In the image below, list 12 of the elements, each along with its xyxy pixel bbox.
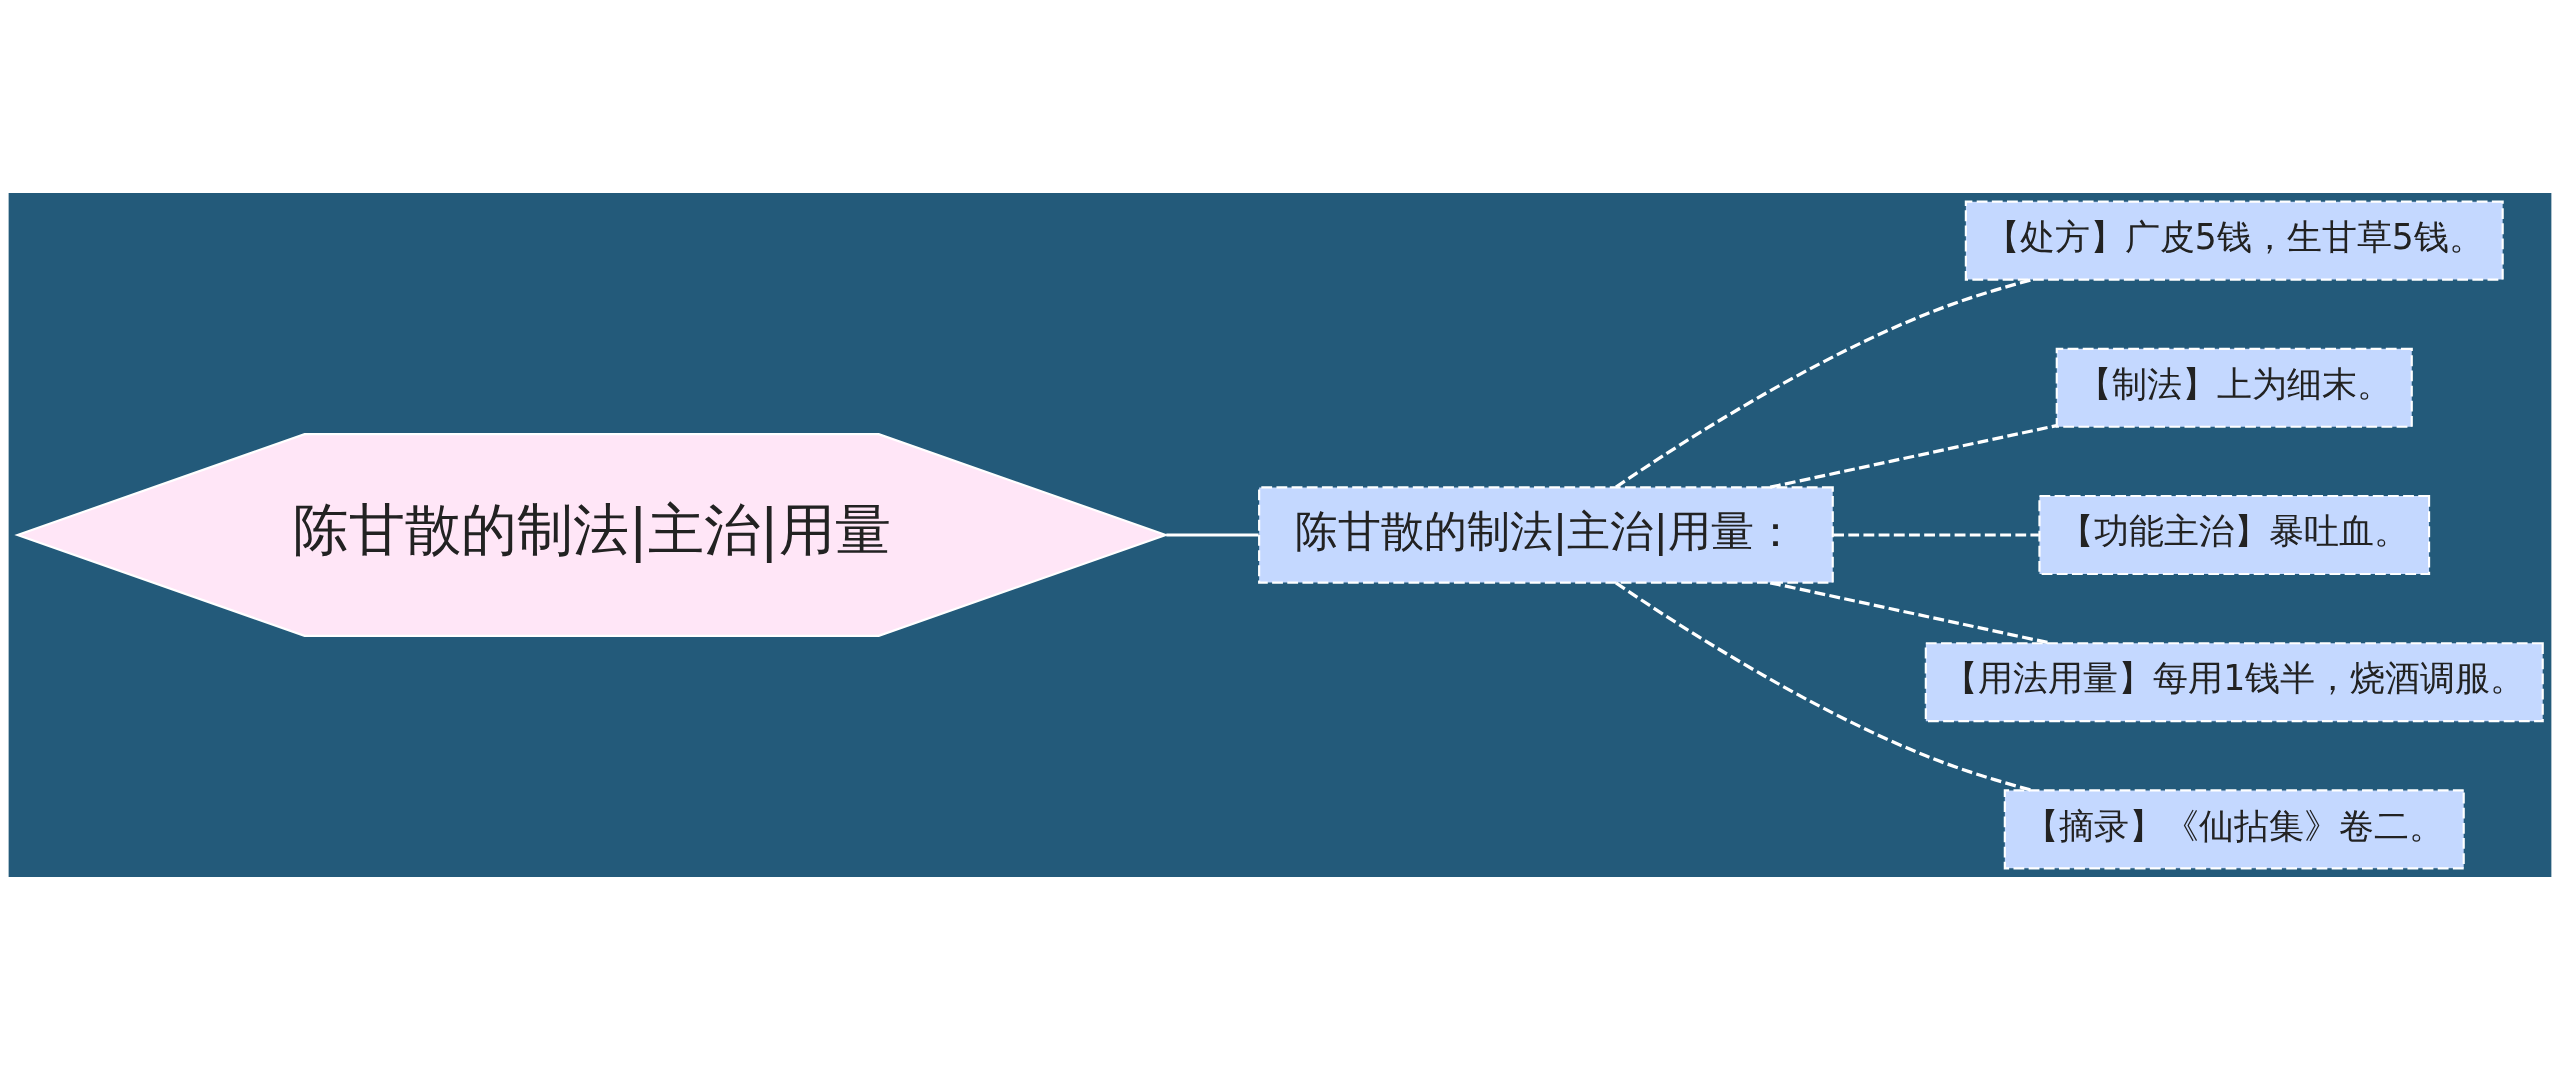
node-box: 【制法】上为细末。	[2055, 347, 2413, 428]
node-box: 【功能主治】暴吐血。	[2038, 494, 2431, 575]
node-box: 陈甘散的制法|主治|用量：	[1258, 485, 1834, 584]
node-box: 【摘录】《仙拈集》卷二。	[2003, 788, 2465, 869]
connector	[1615, 277, 2033, 488]
connector	[1769, 580, 2051, 645]
connector	[1769, 423, 2057, 489]
connector	[1833, 532, 2039, 537]
connector	[1166, 532, 1259, 537]
node-box: 【处方】广皮5钱，生甘草5钱。	[1964, 200, 2504, 281]
connector	[1615, 581, 2033, 792]
node-box: 【用法用量】每用1钱半，烧酒调服。	[1924, 641, 2544, 722]
